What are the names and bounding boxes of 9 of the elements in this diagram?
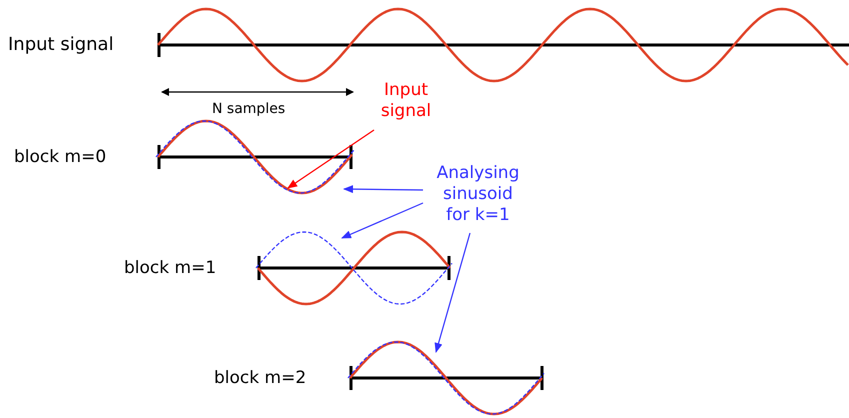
axis-label: block m=1 [124,258,216,278]
axis-label: Input signal [8,35,114,55]
leader-arrow [434,232,471,353]
leader-arrow [287,130,374,189]
leader-arrow [343,185,423,194]
axis-label: block m=2 [214,368,306,388]
dimension-label: N samples [212,100,286,119]
leader-arrow [341,202,424,239]
axis-label: block m=0 [14,147,106,167]
